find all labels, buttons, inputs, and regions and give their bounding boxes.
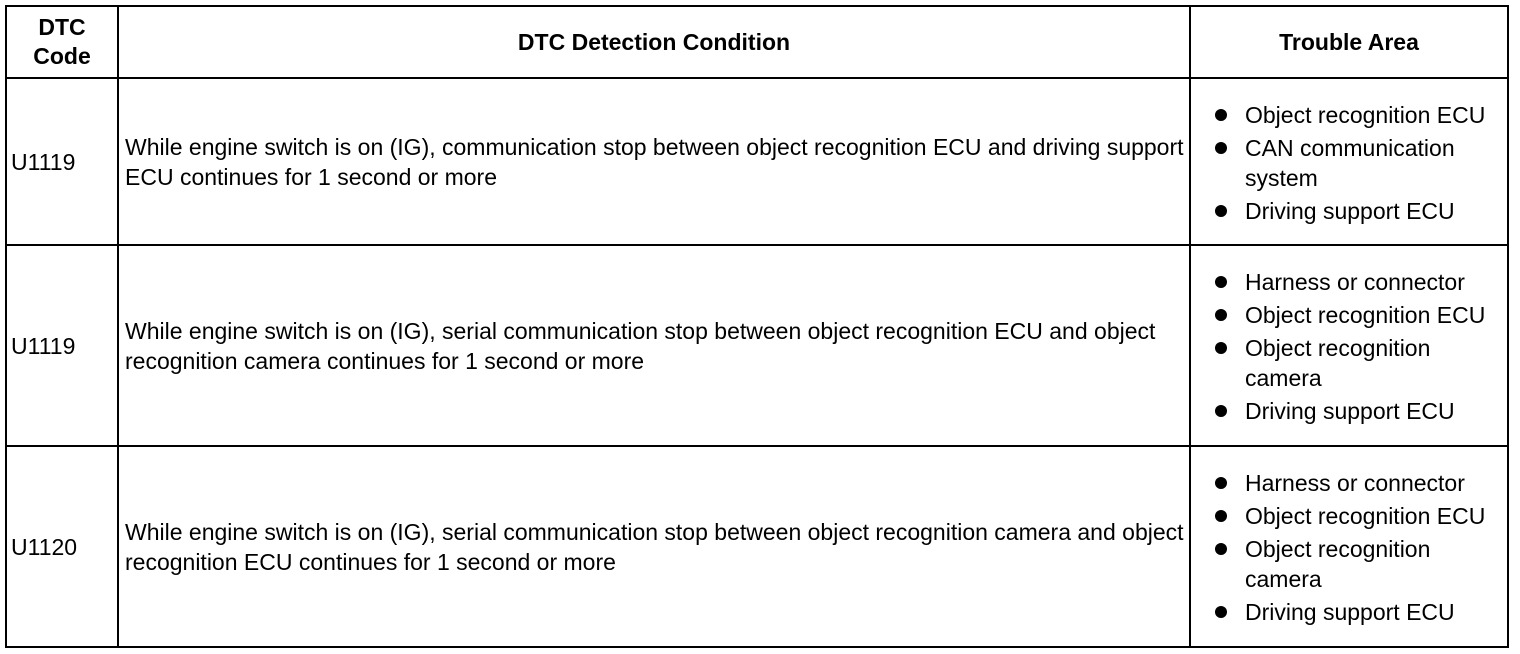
trouble-area-item: Object recognition ECU — [1191, 501, 1503, 531]
table-row: U1119 While engine switch is on (IG), se… — [5, 244, 1509, 447]
table-header-row: DTC Code DTC Detection Condition Trouble… — [5, 5, 1509, 79]
trouble-area-text: Object recognition ECU — [1245, 302, 1486, 328]
trouble-area-item: Driving support ECU — [1191, 196, 1503, 226]
trouble-area-item: Object recognition camera — [1191, 534, 1503, 594]
header-detection-condition: DTC Detection Condition — [117, 5, 1191, 79]
header-trouble-area: Trouble Area — [1189, 5, 1509, 79]
trouble-area-text: Object recognition camera — [1245, 335, 1431, 391]
bullet-icon — [1215, 204, 1227, 217]
trouble-area-text: Driving support ECU — [1245, 197, 1455, 224]
detection-condition-cell: While engine switch is on (IG), communic… — [117, 77, 1191, 246]
bullet-icon — [1215, 606, 1227, 618]
trouble-area-text: Harness or connector — [1245, 470, 1465, 496]
bullet-icon — [1215, 405, 1227, 417]
trouble-area-item: Driving support ECU — [1191, 597, 1503, 627]
bullet-icon — [1215, 477, 1227, 489]
trouble-area-text: Object recognition ECU — [1245, 503, 1486, 529]
trouble-area-text: Driving support ECU — [1245, 398, 1455, 424]
trouble-area-list: Object recognition ECU CAN communication… — [1191, 100, 1503, 226]
bullet-icon — [1215, 108, 1227, 121]
bullet-icon — [1215, 342, 1227, 354]
table-row: U1120 While engine switch is on (IG), se… — [5, 445, 1509, 648]
trouble-area-list: Harness or connector Object recognition … — [1191, 267, 1503, 426]
trouble-area-text: Object recognition ECU — [1245, 101, 1486, 128]
trouble-area-text: Driving support ECU — [1245, 599, 1455, 625]
dtc-code-cell: U1120 — [5, 445, 119, 648]
trouble-area-item: Object recognition ECU — [1191, 100, 1503, 130]
table-row: U1119 While engine switch is on (IG), co… — [5, 77, 1509, 246]
trouble-area-text: Object recognition camera — [1245, 536, 1431, 592]
trouble-area-cell: Harness or connector Object recognition … — [1189, 445, 1509, 648]
trouble-area-cell: Harness or connector Object recognition … — [1189, 244, 1509, 447]
trouble-area-cell: Object recognition ECU CAN communication… — [1189, 77, 1509, 246]
dtc-table: DTC Code DTC Detection Condition Trouble… — [5, 5, 1509, 648]
header-dtc-code: DTC Code — [5, 5, 119, 79]
trouble-area-item: Object recognition camera — [1191, 333, 1503, 393]
detection-condition-cell: While engine switch is on (IG), serial c… — [117, 445, 1191, 648]
bullet-icon — [1215, 510, 1227, 522]
trouble-area-item: Object recognition ECU — [1191, 300, 1503, 330]
header-dtc-code-label: DTC Code — [33, 14, 91, 69]
dtc-code-cell: U1119 — [5, 244, 119, 447]
bullet-icon — [1215, 543, 1227, 555]
trouble-area-text: Harness or connector — [1245, 269, 1465, 295]
bullet-icon — [1215, 309, 1227, 321]
dtc-code-cell: U1119 — [5, 77, 119, 246]
trouble-area-item: Driving support ECU — [1191, 396, 1503, 426]
trouble-area-list: Harness or connector Object recognition … — [1191, 468, 1503, 627]
trouble-area-item: Harness or connector — [1191, 468, 1503, 498]
trouble-area-item: Harness or connector — [1191, 267, 1503, 297]
detection-condition-cell: While engine switch is on (IG), serial c… — [117, 244, 1191, 447]
bullet-icon — [1215, 141, 1227, 154]
trouble-area-text: CAN communication system — [1245, 134, 1455, 191]
trouble-area-item: CAN communication system — [1191, 133, 1503, 193]
bullet-icon — [1215, 276, 1227, 288]
